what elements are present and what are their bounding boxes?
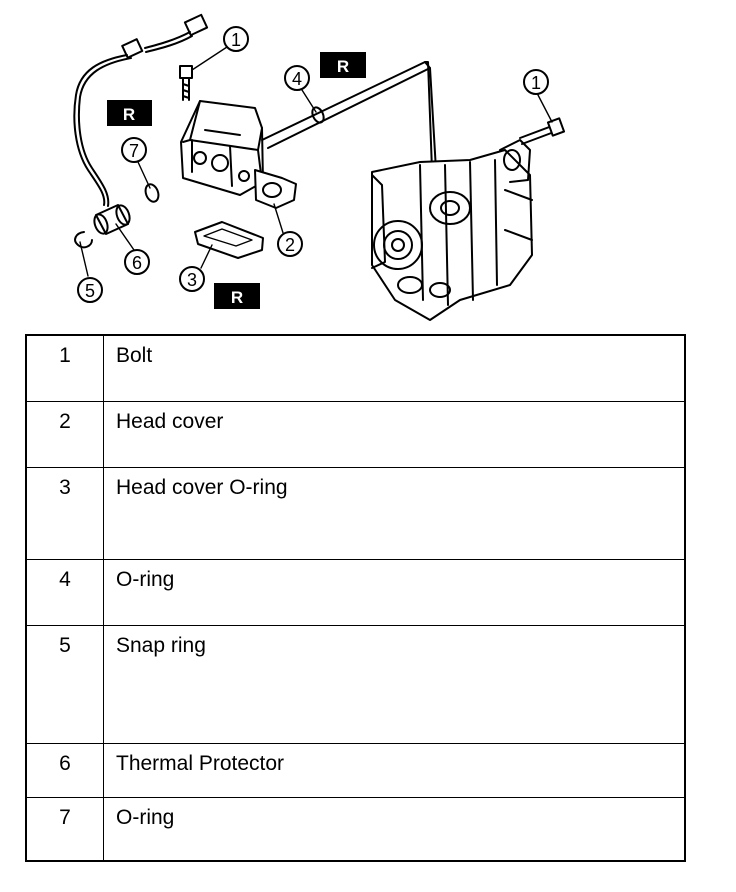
svg-text:R: R [337, 57, 349, 76]
svg-text:R: R [231, 288, 243, 307]
snap-ring [74, 231, 93, 249]
parts-legend-table: 1 Bolt 2 Head cover 3 Head cover O-ring … [25, 334, 686, 862]
callout-2: 2 [277, 231, 303, 257]
thermal-protector [93, 204, 131, 235]
svg-text:4: 4 [292, 69, 302, 89]
bolt-head-cover [179, 65, 193, 101]
svg-text:1: 1 [531, 73, 541, 93]
head-cover [180, 100, 297, 209]
part-number: 1 [25, 334, 104, 402]
o-ring-7 [144, 183, 160, 203]
table-row: 3 Head cover O-ring [25, 466, 686, 560]
part-name: Thermal Protector [103, 742, 686, 798]
svg-text:7: 7 [129, 141, 139, 161]
head-cover-o-ring [194, 221, 264, 259]
svg-text:3: 3 [187, 270, 197, 290]
table-row: 7 O-ring [25, 796, 686, 862]
part-number: 7 [25, 796, 104, 862]
refrigerant-line [261, 61, 437, 171]
replace-badge-1: R [107, 100, 152, 126]
replace-badge-3: R [214, 283, 260, 309]
part-number: 4 [25, 558, 104, 626]
callout-7: 7 [121, 137, 147, 163]
part-number: 5 [25, 624, 104, 744]
part-name: O-ring [103, 558, 686, 626]
bolt-compressor [519, 117, 566, 145]
callout-3: 3 [179, 266, 205, 292]
svg-text:R: R [123, 105, 135, 124]
part-name: O-ring [103, 796, 686, 862]
table-row: 2 Head cover [25, 400, 686, 468]
ac-compressor [371, 139, 533, 321]
part-number: 6 [25, 742, 104, 798]
part-number: 3 [25, 466, 104, 560]
callout-6: 6 [124, 249, 150, 275]
svg-text:5: 5 [85, 281, 95, 301]
callout-1a: 1 [223, 26, 249, 52]
table-row: 5 Snap ring [25, 624, 686, 744]
part-name: Snap ring [103, 624, 686, 744]
callout-5: 5 [77, 277, 103, 303]
part-number: 2 [25, 400, 104, 468]
o-ring-4 [311, 106, 325, 124]
svg-text:6: 6 [132, 253, 142, 273]
table-row: 1 Bolt [25, 334, 686, 402]
svg-text:2: 2 [285, 235, 295, 255]
callout-4: 4 [284, 65, 310, 91]
table-row: 6 Thermal Protector [25, 742, 686, 798]
part-name: Bolt [103, 334, 686, 402]
replace-badge-2: R [320, 52, 366, 78]
svg-text:1: 1 [231, 30, 241, 50]
table-row: 4 O-ring [25, 558, 686, 626]
part-name: Head cover O-ring [103, 466, 686, 560]
callout-1b: 1 [523, 69, 549, 95]
exploded-view-diagram: 1 4 1 7 2 6 3 5 R R R [73, 13, 566, 321]
wiring-harness [73, 13, 209, 207]
part-name: Head cover [103, 400, 686, 468]
leader-lines [79, 46, 553, 277]
